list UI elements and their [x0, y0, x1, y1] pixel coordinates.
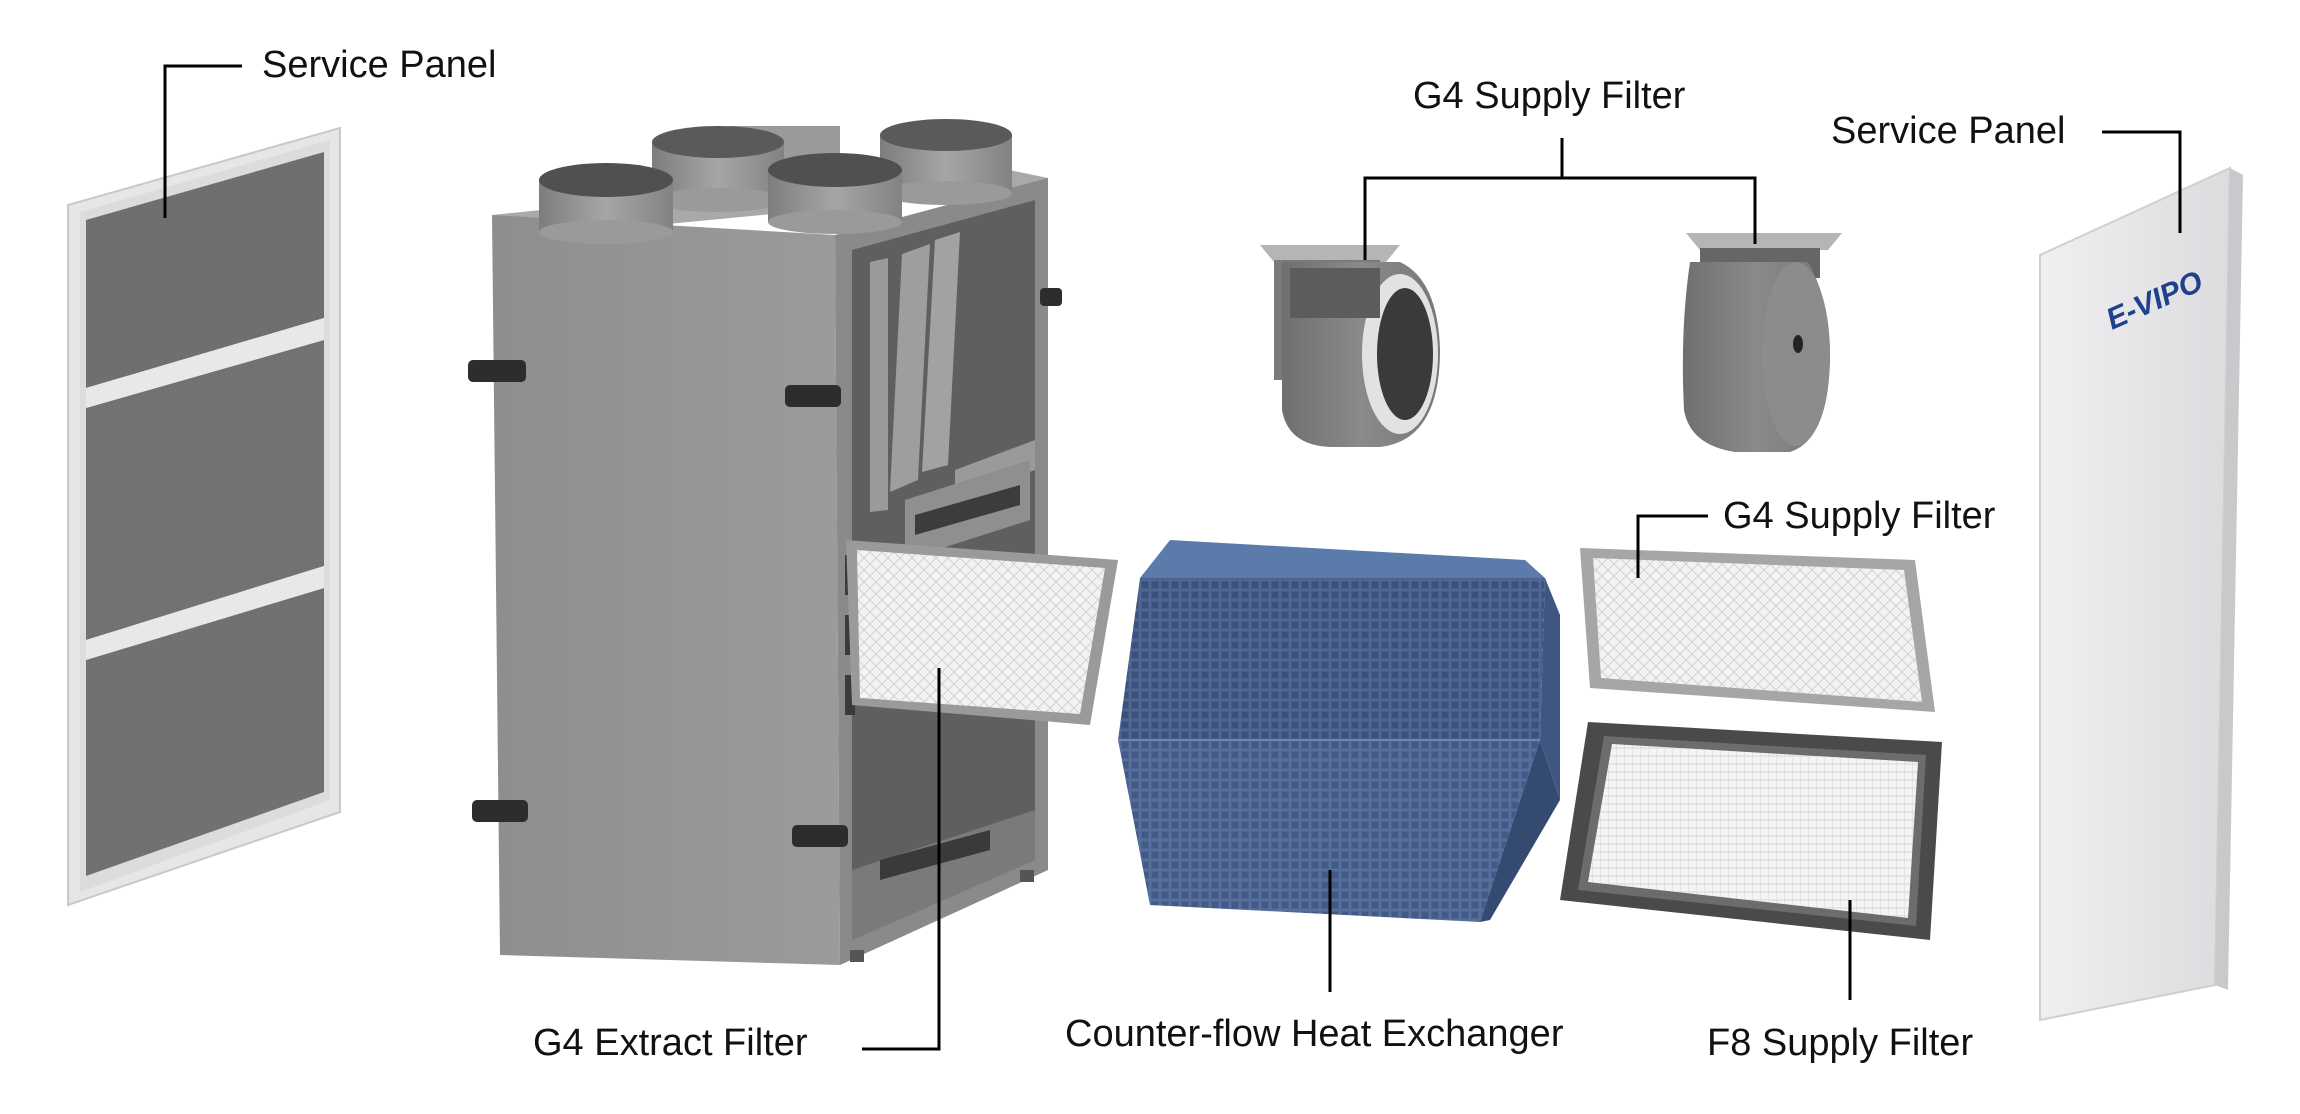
label-service-panel-left: Service Panel — [262, 44, 497, 86]
label-service-panel-right: Service Panel — [1831, 110, 2066, 152]
duct-collars — [539, 119, 1012, 244]
g4-supply-filter-part — [1580, 548, 1935, 712]
main-housing — [468, 126, 1062, 965]
leader-service-panel-left — [163, 64, 242, 218]
leader-service-panel-right — [2102, 130, 2182, 233]
leader-lines — [163, 64, 2182, 1051]
label-heat-exchanger: Counter-flow Heat Exchanger — [1065, 1013, 1564, 1055]
service-panel-right — [2039, 166, 2243, 1022]
g4-extract-filter-part — [846, 540, 1118, 725]
label-f8-supply-filter: F8 Supply Filter — [1707, 1022, 1974, 1064]
leader-g4-supply-filter — [1636, 514, 1708, 578]
label-g4-supply-filter-fans: G4 Supply Filter — [1413, 75, 1686, 117]
f8-supply-filter-part — [1560, 722, 1942, 940]
fan-left — [1260, 245, 1440, 447]
heat-exchanger-part — [1118, 540, 1560, 922]
label-g4-supply-filter: G4 Supply Filter — [1723, 495, 1996, 537]
fan-right — [1682, 233, 1842, 452]
label-g4-extract-filter: G4 Extract Filter — [533, 1022, 808, 1064]
leader-fans-bracket — [1363, 176, 1757, 260]
leader-g4-extract-filter — [862, 668, 941, 1051]
service-panel-left — [67, 126, 341, 907]
